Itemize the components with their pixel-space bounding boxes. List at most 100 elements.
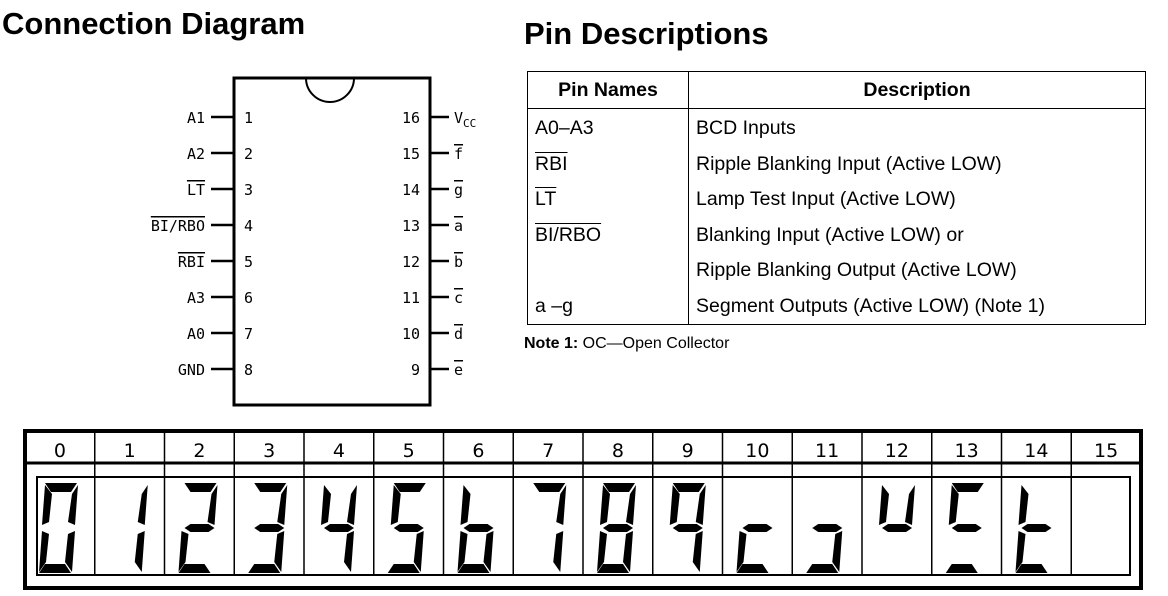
segment-b: [905, 485, 915, 525]
digit-glyph: [945, 483, 984, 573]
table-row: A0–A3 BCD Inputs: [527, 108, 1146, 147]
pin-label-right: d: [454, 325, 463, 343]
segment-a: [951, 483, 984, 492]
segment-d: [39, 564, 71, 573]
pin-number: 16: [402, 109, 420, 127]
segment-g: [603, 524, 633, 532]
segment-d: [945, 564, 978, 573]
digit-index-label: 7: [542, 440, 554, 462]
digit-index-label: 2: [193, 440, 205, 462]
segment-c: [692, 531, 703, 572]
digit-index-label: 14: [1024, 440, 1048, 462]
digit-index-label: 15: [1094, 440, 1118, 462]
segment-a: [184, 483, 217, 492]
segment-b: [347, 485, 357, 525]
pin-label-right: g: [454, 181, 463, 199]
chip-body: [232, 76, 432, 407]
digit-glyph: [1015, 485, 1052, 573]
segment-c: [274, 531, 285, 572]
table-row: LT Lamp Test Input (Active LOW): [527, 182, 1146, 218]
digit-index-label: 4: [333, 440, 345, 462]
segment-a: [603, 483, 635, 492]
segment-f: [42, 485, 52, 525]
pin-name-cell: RBI: [527, 146, 689, 182]
pin-descriptions-table: Pin Names Description A0–A3 BCD Inputs R…: [527, 71, 1146, 325]
segment-f: [669, 485, 680, 525]
segment-e: [457, 531, 468, 572]
digit-index-label: 3: [263, 440, 275, 462]
segment-e: [178, 531, 189, 572]
segment-c: [344, 531, 354, 572]
segment-c: [134, 531, 145, 572]
pin-name-cell: LT: [527, 182, 689, 218]
pin-label-right: c: [454, 289, 463, 307]
segment-a: [254, 483, 287, 492]
segment-c: [553, 531, 564, 572]
segment-f: [879, 485, 889, 525]
pin-label-left: A1: [187, 109, 205, 127]
pin-number: 14: [402, 181, 420, 199]
segment-e: [39, 531, 49, 572]
pin-name-text: LT: [535, 188, 557, 211]
pin-label-right: f: [454, 145, 463, 163]
segment-f: [390, 485, 401, 525]
description-cell: Blanking Input (Active LOW) or: [688, 217, 1146, 253]
pin-label-right: b: [454, 253, 463, 271]
segment-g: [393, 524, 424, 532]
segment-g: [742, 524, 773, 532]
segment-c: [65, 531, 75, 572]
pin-name-text: BI/RBO: [535, 223, 602, 246]
description-cell: Ripple Blanking Output (Active LOW): [688, 253, 1146, 289]
header-pin-names: Pin Names: [527, 71, 689, 109]
description-cell: Ripple Blanking Input (Active LOW): [688, 146, 1146, 182]
digit-index-label: 5: [403, 440, 415, 462]
segment-e: [736, 531, 747, 572]
note-text: OC—Open Collector: [578, 335, 730, 352]
segment-c: [483, 531, 494, 572]
digit-glyph: [879, 485, 915, 532]
segment-b: [695, 485, 706, 525]
segment-b: [207, 485, 218, 525]
pin-label-right: a: [454, 217, 463, 235]
digit-glyph: [597, 483, 636, 573]
segment-d: [1015, 564, 1048, 573]
digit-glyph: [178, 483, 218, 573]
pin-label-right: e: [454, 361, 463, 379]
segment-d: [736, 564, 769, 573]
digit-glyph: [387, 483, 426, 573]
segment-g: [254, 524, 285, 532]
segment-g: [882, 524, 912, 532]
pin-label-left: RBI: [178, 253, 205, 271]
segment-d: [597, 564, 629, 573]
pin-number: 7: [244, 325, 253, 343]
pin-label-left: LT: [187, 181, 205, 199]
segment-b: [277, 485, 288, 525]
digit-index-label: 1: [124, 440, 136, 462]
segment-d: [806, 564, 839, 573]
digit-glyph: [736, 524, 773, 573]
description-cell: BCD Inputs: [688, 108, 1146, 147]
pin-number: 8: [244, 361, 253, 379]
pin-number: 2: [244, 145, 253, 163]
digit-index-label: 9: [682, 440, 694, 462]
pin-label-subscript: CC: [463, 117, 476, 130]
pin-number: 1: [244, 109, 253, 127]
segment-d: [248, 564, 281, 573]
segment-g: [324, 524, 354, 532]
header-description: Description: [688, 71, 1146, 109]
pin-name-text: RBI: [535, 152, 568, 175]
digit-index-label: 8: [612, 440, 624, 462]
pin-number: 10: [402, 325, 420, 343]
pin-name-cell: a –g: [527, 288, 689, 325]
description-cell: Lamp Test Input (Active LOW): [688, 182, 1146, 218]
segment-f: [600, 485, 610, 525]
pin-number: 3: [244, 181, 253, 199]
segment-c: [623, 531, 633, 572]
digit-glyph: [39, 483, 78, 573]
segment-f: [1018, 485, 1029, 525]
pin-number: 15: [402, 145, 420, 163]
segment-g: [463, 524, 494, 532]
digit-index-label: 10: [745, 440, 769, 462]
chip-notch: [305, 77, 355, 103]
